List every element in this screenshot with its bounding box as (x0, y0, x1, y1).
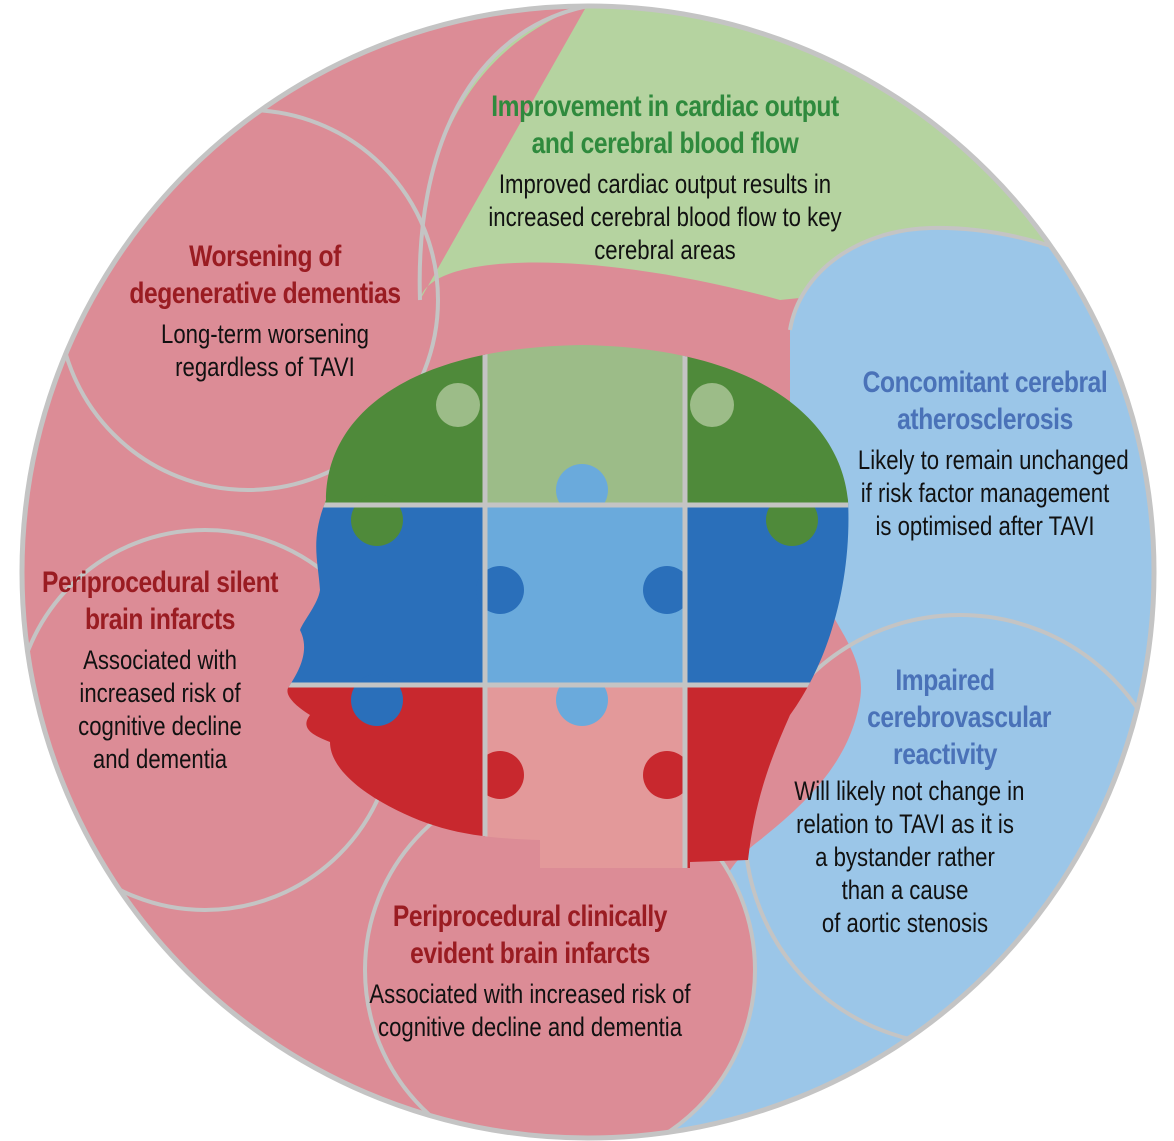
title-line: degenerative dementias (129, 277, 401, 310)
body-line: a bystander rather (815, 842, 995, 872)
title-line: Impaired (895, 664, 995, 697)
body-line: Associated with increased risk of (369, 979, 691, 1009)
section-body: Associated with increased risk of cognit… (366, 978, 694, 1044)
puzzle-knob (476, 566, 524, 614)
section-title: Worsening of degenerative dementias (122, 238, 409, 312)
section-cerebral-atherosclerosis: Concomitant cerebral atherosclerosis Lik… (830, 364, 1140, 543)
section-title: Periprocedural clinically evident brain … (366, 898, 694, 972)
title-line: evident brain infarcts (410, 937, 650, 970)
section-title: Periprocedural silent brain infarcts (37, 564, 283, 638)
section-body: Likely to remain unchanged if risk facto… (857, 444, 1129, 543)
title-line: atherosclerosis (897, 403, 1073, 436)
puzzle-knob (643, 566, 691, 614)
puzzle-knob (436, 383, 480, 427)
title-line: reactivity (893, 738, 997, 771)
section-clinical-infarcts: Periprocedural clinically evident brain … (330, 898, 730, 1044)
section-title: Impaired cerebrovascular reactivity (867, 662, 1052, 773)
section-cerebrovascular-reactivity: Impaired cerebrovascular reactivity Will… (770, 662, 1052, 940)
puzzle-knob (556, 674, 608, 726)
title-line: and cerebral blood flow (531, 127, 799, 160)
body-line: Will likely not change in (794, 776, 1025, 806)
section-cardiac-output: Improvement in cardiac output and cerebr… (430, 88, 900, 267)
puzzle-seams (287, 345, 849, 868)
body-line: regardless of TAVI (175, 352, 355, 382)
section-title: Improvement in cardiac output and cerebr… (472, 88, 857, 162)
title-line: Concomitant cerebral (862, 366, 1108, 399)
body-line: is optimised after TAVI (875, 511, 1095, 541)
section-body: Improved cardiac output results in incre… (472, 168, 857, 267)
puzzle-knob (690, 383, 734, 427)
section-silent-infarcts: Periprocedural silent brain infarcts Ass… (10, 564, 310, 776)
body-line: cognitive decline (78, 711, 242, 741)
section-body: Will likely not change in relation to TA… (794, 775, 1025, 940)
section-body: Long-term worsening regardless of TAVI (122, 318, 409, 384)
puzzle-knob (766, 494, 818, 546)
section-title: Concomitant cerebral atherosclerosis (858, 364, 1112, 438)
body-line: relation to TAVI as it is (796, 809, 1014, 839)
body-line: and dementia (92, 744, 228, 774)
body-line: Long-term worsening (161, 319, 369, 349)
body-line: cognitive decline and dementia (377, 1012, 683, 1042)
title-line: Periprocedural clinically (392, 900, 668, 933)
outer-circle-outline (19, 3, 1157, 1141)
body-line: Likely to remain unchanged (857, 445, 1129, 475)
blue-region (620, 227, 1154, 1138)
green-region-border (417, 6, 589, 301)
puzzle-knob (476, 751, 524, 799)
title-line: brain infarcts (84, 603, 236, 636)
body-line: of aortic stenosis (821, 908, 989, 938)
title-line: Improvement in cardiac output (491, 90, 839, 123)
body-line: cerebral areas (594, 235, 736, 265)
body-line: Improved cardiac output results in (498, 169, 832, 199)
section-body: Associated with increased risk of cognit… (37, 644, 283, 776)
title-line: cerebrovascular (867, 701, 1052, 734)
body-line: than a cause (841, 875, 969, 905)
puzzle-knob (351, 494, 403, 546)
body-line: increased risk of (79, 678, 241, 708)
puzzle-knob (351, 674, 403, 726)
puzzle-knob (556, 464, 608, 516)
puzzle-piece-middle-right (685, 505, 849, 685)
title-line: Worsening of (189, 240, 341, 273)
puzzle-knob (643, 751, 691, 799)
body-line: Associated with (83, 645, 237, 675)
title-line: Periprocedural silent (41, 566, 279, 599)
section-degenerative-dementias: Worsening of degenerative dementias Long… (90, 238, 440, 384)
body-line: if risk factor management (860, 478, 1110, 508)
body-line: increased cerebral blood flow to key (488, 202, 842, 232)
